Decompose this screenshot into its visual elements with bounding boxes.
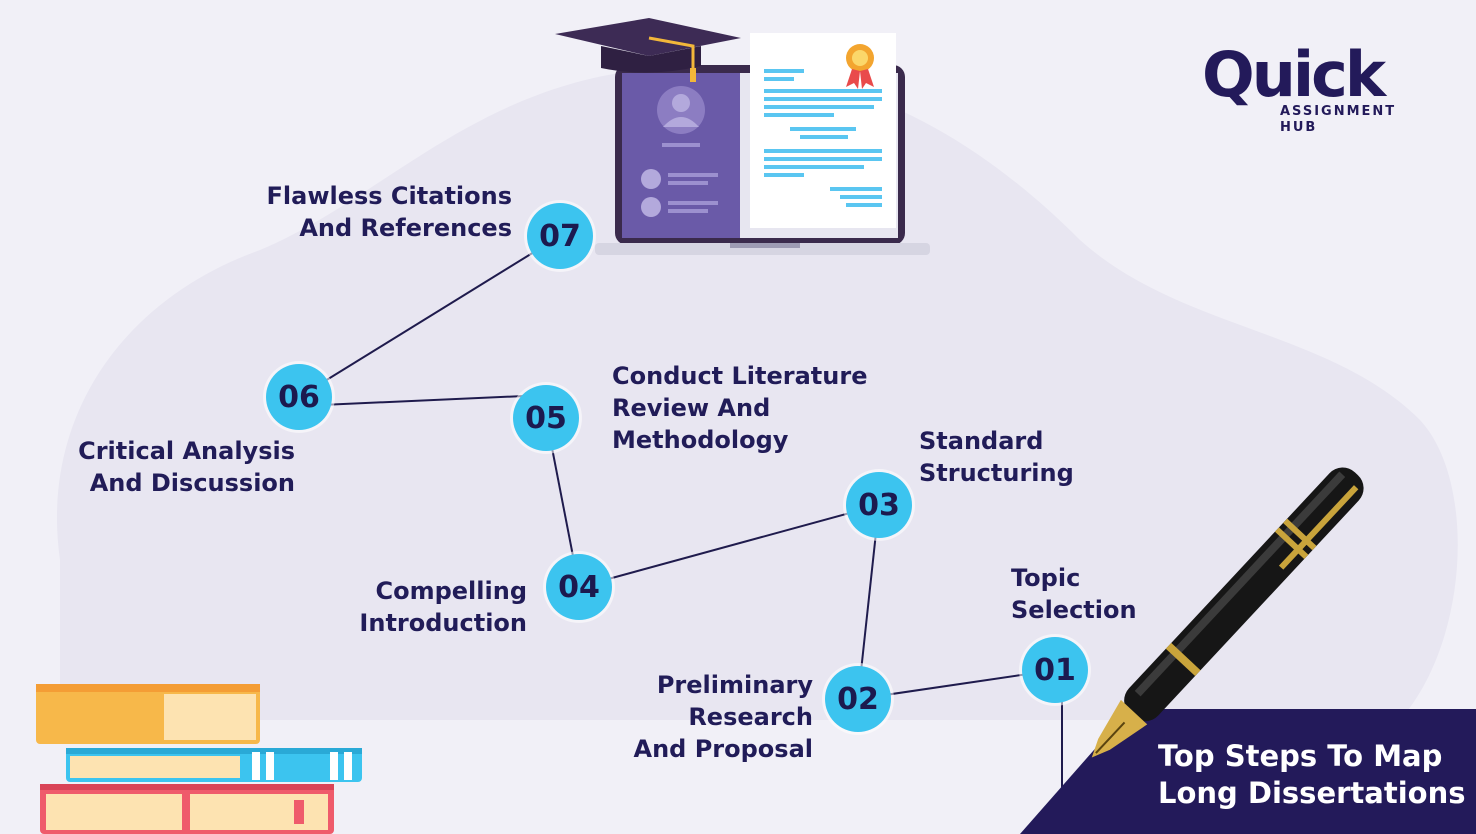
step-label-05: Conduct Literature Review And Methodolog… <box>612 362 868 454</box>
graduation-cap-icon <box>555 18 741 82</box>
connector-06-05 <box>298 394 547 407</box>
fountain-pen-illustration <box>1091 467 1364 758</box>
infographic-title: Top Steps To Map Long Dissertations <box>1158 739 1466 810</box>
step-node-03: 03 <box>846 472 912 538</box>
step-node-06: 06 <box>266 364 332 430</box>
connector-07-06 <box>298 235 561 398</box>
brand-tagline-2: HUB <box>1280 120 1318 135</box>
step-label-04: Compelling Introduction <box>359 577 527 637</box>
brand-logo: Quick <box>1202 38 1386 111</box>
step-label-01: Topic Selection <box>1011 564 1137 624</box>
title-banner <box>1020 709 1476 834</box>
step-label-07: Flawless Citations And References <box>266 182 512 242</box>
step-node-01: 01 <box>1022 637 1088 703</box>
step-node-02: 02 <box>825 666 891 732</box>
connector-04-03 <box>578 504 880 588</box>
step-label-03: Standard Structuring <box>919 427 1074 487</box>
step-node-04: 04 <box>546 554 612 620</box>
laptop-illustration <box>595 33 930 255</box>
brand-tagline: ASSIGNMENT <box>1280 104 1397 119</box>
books-stack-illustration <box>36 684 362 834</box>
step-label-06: Critical Analysis And Discussion <box>78 437 295 497</box>
step-label-02: Preliminary Research And Proposal <box>633 671 813 763</box>
step-node-07: 07 <box>527 203 593 269</box>
step-node-05: 05 <box>513 385 579 451</box>
